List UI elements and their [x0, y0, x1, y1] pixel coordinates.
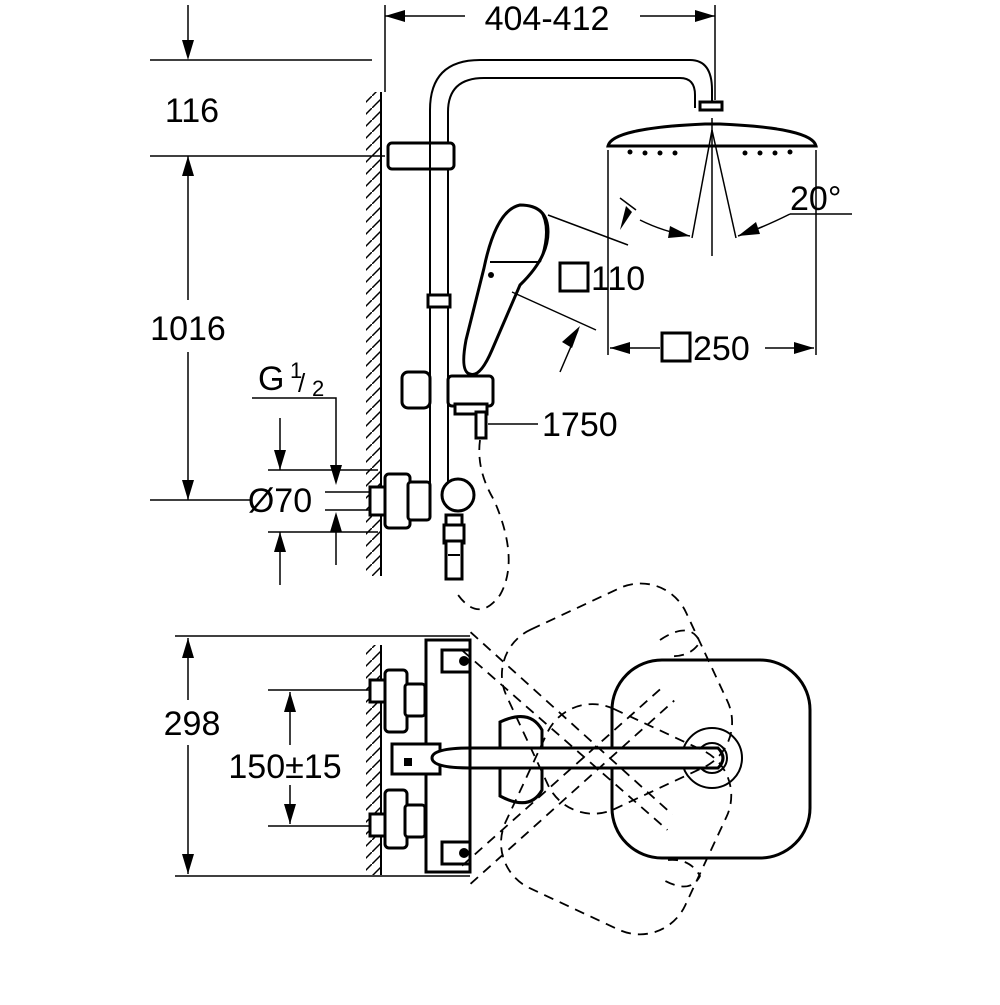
dimension-arm-reach: 404-412 — [384, 0, 716, 100]
label-hand-shower: 110 — [591, 260, 645, 298]
dimension-connection-spacing: 150±15 — [228, 689, 372, 827]
label-top-offset: 116 — [165, 92, 219, 130]
label-thread-slash: / — [298, 368, 306, 398]
diverter-front — [440, 477, 476, 581]
label-thread-group: G 1 / 2 — [252, 358, 342, 565]
wall-connection-front — [368, 472, 432, 530]
head-shower-top-view — [468, 658, 812, 860]
label-thread-den: 2 — [312, 376, 324, 401]
dimension-escutcheon: Ø70 — [248, 418, 378, 585]
label-connection-spacing: 150±15 — [228, 748, 341, 786]
hand-shower — [400, 203, 550, 440]
dimension-rail-height: 1016 — [150, 156, 250, 501]
label-hose: 1750 — [542, 406, 618, 444]
label-escutcheon: Ø70 — [248, 482, 312, 520]
dimension-thermostat-depth: 298 — [164, 635, 470, 877]
label-head-shower: 250 — [693, 330, 750, 368]
label-arm-reach: 404-412 — [485, 0, 610, 38]
dimension-head-shower: 250 — [607, 150, 817, 368]
head-shower-side — [606, 100, 818, 256]
label-thread: G — [258, 360, 284, 398]
label-thread-num: 1 — [290, 358, 302, 383]
label-thermostat-depth: 298 — [164, 705, 221, 743]
dimension-hose: 1750 — [455, 406, 618, 611]
dimension-top-offset: 116 — [150, 5, 385, 157]
swivel-range-dashed — [461, 582, 734, 936]
dimension-spray-angle: 20° — [639, 180, 852, 238]
label-rail-height: 1016 — [150, 310, 226, 348]
shower-rail — [386, 59, 713, 500]
dimension-hand-shower: 110 — [511, 197, 645, 373]
